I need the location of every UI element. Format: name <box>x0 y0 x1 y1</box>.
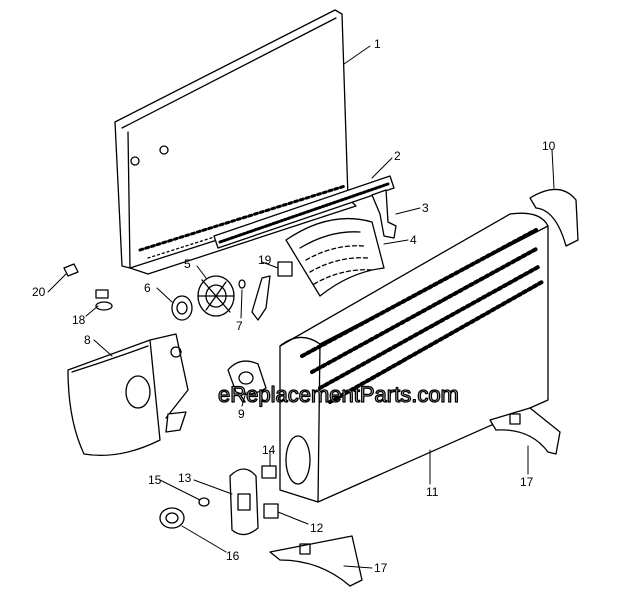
part-12-switch <box>263 503 279 519</box>
callout-10: 10 <box>542 139 556 153</box>
part-17-foot-front <box>269 535 363 587</box>
callout-14: 14 <box>262 443 276 457</box>
callout-4: 4 <box>410 233 417 247</box>
part-3-bracket <box>371 189 397 239</box>
part-20-clip <box>63 263 79 277</box>
callout-12: 12 <box>310 521 324 535</box>
part-2-heating-element <box>213 175 395 249</box>
part-15-knob-cap <box>198 497 210 507</box>
callout-2: 2 <box>394 149 401 163</box>
part-17-foot-rear <box>489 407 561 455</box>
callout-17-front: 17 <box>374 561 388 575</box>
part-6-knob <box>171 295 193 321</box>
callout-13: 13 <box>178 471 192 485</box>
part-19-connector <box>277 261 293 277</box>
callout-20: 20 <box>32 285 46 299</box>
callout-11: 11 <box>426 485 439 499</box>
part-7-spring <box>238 279 246 289</box>
part-11-heater-body <box>279 212 549 503</box>
thermostat-rod <box>251 275 271 321</box>
part-16-knob <box>159 507 185 529</box>
callout-1: 1 <box>374 37 381 51</box>
callout-18: 18 <box>72 313 86 327</box>
callout-6: 6 <box>144 281 151 295</box>
callout-3: 3 <box>422 201 429 215</box>
part-18-switch <box>95 289 113 311</box>
part-4-grille <box>285 217 385 297</box>
part-13-switch-plate <box>229 468 259 536</box>
leader-lines <box>47 45 555 569</box>
callout-15: 15 <box>148 473 162 487</box>
part-14-switch <box>261 465 277 479</box>
part-9-control-knob <box>227 360 267 395</box>
part-10-side-cap <box>529 188 579 247</box>
part-5-fan <box>197 275 235 317</box>
callout-7: 7 <box>236 319 243 333</box>
callout-17-rear: 17 <box>520 475 534 489</box>
callout-labels: 1 2 3 4 5 6 7 8 9 10 11 12 13 14 15 16 1… <box>32 37 556 575</box>
callout-16: 16 <box>226 549 240 563</box>
watermark: eReplacementParts.com <box>218 382 459 407</box>
part-8-fan-housing <box>67 333 189 457</box>
callout-9: 9 <box>238 407 245 421</box>
callout-19: 19 <box>258 253 272 267</box>
callout-8: 8 <box>84 333 91 347</box>
callout-5: 5 <box>184 257 191 271</box>
